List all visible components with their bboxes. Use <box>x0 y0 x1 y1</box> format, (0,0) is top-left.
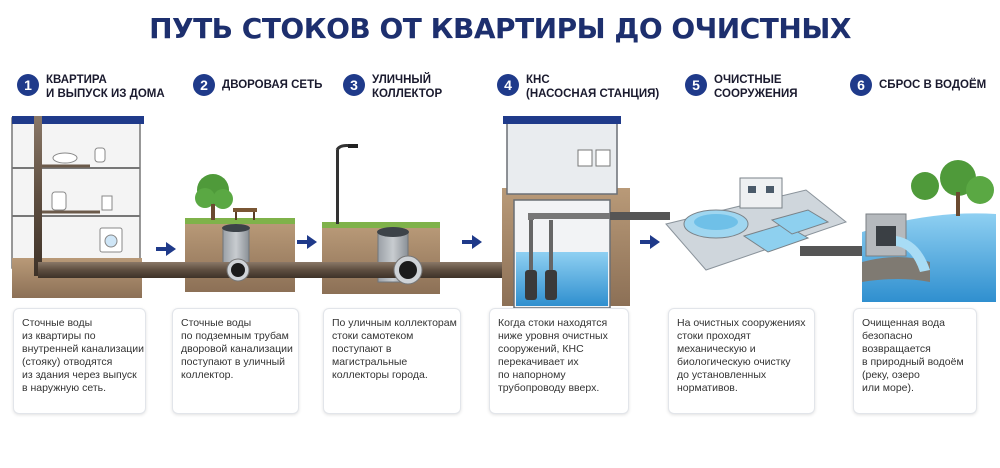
description-line: ниже уровня очистных <box>498 330 608 342</box>
outlet-pipe <box>800 246 864 256</box>
description-line: магистральные <box>332 356 408 368</box>
description-line: механическую и <box>677 343 756 355</box>
step-title-line: КОЛЛЕКТОР <box>372 88 443 100</box>
treatment-plant <box>665 177 864 271</box>
aeration-tank <box>770 209 830 235</box>
description-line: Сточные воды <box>181 317 252 329</box>
description-line: дворовой канализации <box>181 343 293 355</box>
description-line: сооружений, КНС <box>498 343 584 355</box>
description-line: коллекторы города. <box>332 369 428 381</box>
pump-icon <box>525 270 537 300</box>
description-line: нормативов. <box>677 382 738 394</box>
water-outflow <box>896 236 930 272</box>
step-title-line: СБРОС В ВОДОЁМ <box>879 79 987 91</box>
description-line: из здания через выпуск <box>22 369 137 381</box>
description-line: По уличным коллекторам <box>332 317 457 329</box>
sewage-path-illustration <box>11 116 996 309</box>
toilet-icon <box>101 195 113 211</box>
discharge-to-water-body <box>862 160 996 302</box>
toilet-icon <box>51 191 67 211</box>
step-3-description: По уличным коллекторам стоки самотеком п… <box>323 308 461 414</box>
pumping-station <box>502 116 630 309</box>
description-line: стоки самотеком <box>332 330 414 342</box>
description-line: перекачивает их <box>498 356 579 368</box>
description-line: или море). <box>862 382 914 394</box>
step-3-header: 3 УЛИЧНЫЙ КОЛЛЕКТОР <box>343 73 442 101</box>
step-title-line: УЛИЧНЫЙ <box>372 74 431 86</box>
description-line: поступают в <box>332 343 392 355</box>
step-2-header: 2 ДВОРОВАЯ СЕТЬ <box>193 73 322 96</box>
page-title: ПУТЬ СТОКОВ ОТ КВАРТИРЫ ДО ОЧИСТНЫХ <box>149 12 851 45</box>
riser-pipe <box>34 116 42 276</box>
description-line: На очистных сооружениях <box>677 317 806 329</box>
step-title: ОЧИСТНЫЕ СООРУЖЕНИЯ <box>714 73 797 101</box>
description-line: Сточные воды <box>22 317 93 329</box>
description-line: возвращается <box>862 343 931 355</box>
step-5-header: 5 ОЧИСТНЫЕ СООРУЖЕНИЯ <box>685 73 797 101</box>
flow-arrow-icon <box>640 235 660 249</box>
description-line: в природный водоём <box>862 356 964 368</box>
step-4-header: 4 КНС (НАСОСНАЯ СТАНЦИЯ) <box>497 73 659 101</box>
description-line: (реку, озеро <box>862 369 920 381</box>
step-2-description: Сточные воды по подземным трубам дворово… <box>172 308 299 414</box>
flow-arrow-icon <box>297 235 317 249</box>
step-title: СБРОС В ВОДОЁМ <box>879 78 986 92</box>
description-line: стоки проходят <box>677 330 751 342</box>
sink-icon <box>52 152 78 164</box>
pump-icon <box>545 270 557 300</box>
step-title-line: КНС <box>526 74 550 86</box>
step-title: КВАРТИРА И ВЫПУСК ИЗ ДОМА <box>46 73 165 101</box>
flow-arrow-icon <box>156 242 176 256</box>
yard-network <box>185 174 295 292</box>
step-title-line: И ВЫПУСК ИЗ ДОМА <box>46 88 165 100</box>
step-number: 1 <box>17 74 39 96</box>
pressure-pipe <box>610 212 670 220</box>
control-panel <box>577 149 593 167</box>
step-title-line: СООРУЖЕНИЯ <box>714 88 798 100</box>
step-4-description: Когда стоки находятся ниже уровня очистн… <box>489 308 629 414</box>
step-number: 3 <box>343 74 365 96</box>
step-number: 4 <box>497 74 519 96</box>
step-number: 5 <box>685 74 707 96</box>
description-line: Очищенная вода <box>862 317 945 329</box>
description-line: биологическую очистку <box>677 356 791 368</box>
flow-arrow-icon <box>462 235 482 249</box>
step-title-line: (НАСОСНАЯ СТАНЦИЯ) <box>526 88 660 100</box>
step-title-line: ДВОРОВАЯ СЕТЬ <box>222 79 323 91</box>
description-line: внутренней канализации <box>22 343 145 355</box>
step-5-description: На очистных сооружениях стоки проходят м… <box>668 308 815 414</box>
description-line: Когда стоки находятся <box>498 317 608 329</box>
step-number: 6 <box>850 74 872 96</box>
description-line: коллектор. <box>181 369 234 381</box>
description-line: из квартиры по <box>22 330 96 342</box>
bench <box>233 208 257 212</box>
step-1-header: 1 КВАРТИРА И ВЫПУСК ИЗ ДОМА <box>17 73 165 101</box>
step-1-description: Сточные воды из квартиры по внутренней к… <box>13 308 146 414</box>
step-title-line: КВАРТИРА <box>46 74 107 86</box>
description-line: до установленных <box>677 369 767 381</box>
step-title: УЛИЧНЫЙ КОЛЛЕКТОР <box>372 73 442 101</box>
description-line: (стояку) отводятся <box>22 356 113 368</box>
street-lamp <box>336 150 339 224</box>
description-line: трубопроводу вверх. <box>498 382 600 394</box>
description-line: поступают в уличный <box>181 356 286 368</box>
step-title: КНС (НАСОСНАЯ СТАНЦИЯ) <box>526 73 659 101</box>
description-line: по подземным трубам <box>181 330 289 342</box>
step-6-description: Очищенная вода безопасно возвращается в … <box>853 308 977 414</box>
control-panel <box>595 149 611 167</box>
step-6-header: 6 СБРОС В ВОДОЁМ <box>850 73 986 96</box>
description-line: в наружную сеть. <box>22 382 107 394</box>
toilet-icon <box>94 147 106 163</box>
step-title: ДВОРОВАЯ СЕТЬ <box>222 78 322 92</box>
step-number: 2 <box>193 74 215 96</box>
step-title-line: ОЧИСТНЫЕ <box>714 74 782 86</box>
description-line: безопасно <box>862 330 913 342</box>
gravity-pipe <box>38 262 508 278</box>
description-line: по напорному <box>498 369 566 381</box>
